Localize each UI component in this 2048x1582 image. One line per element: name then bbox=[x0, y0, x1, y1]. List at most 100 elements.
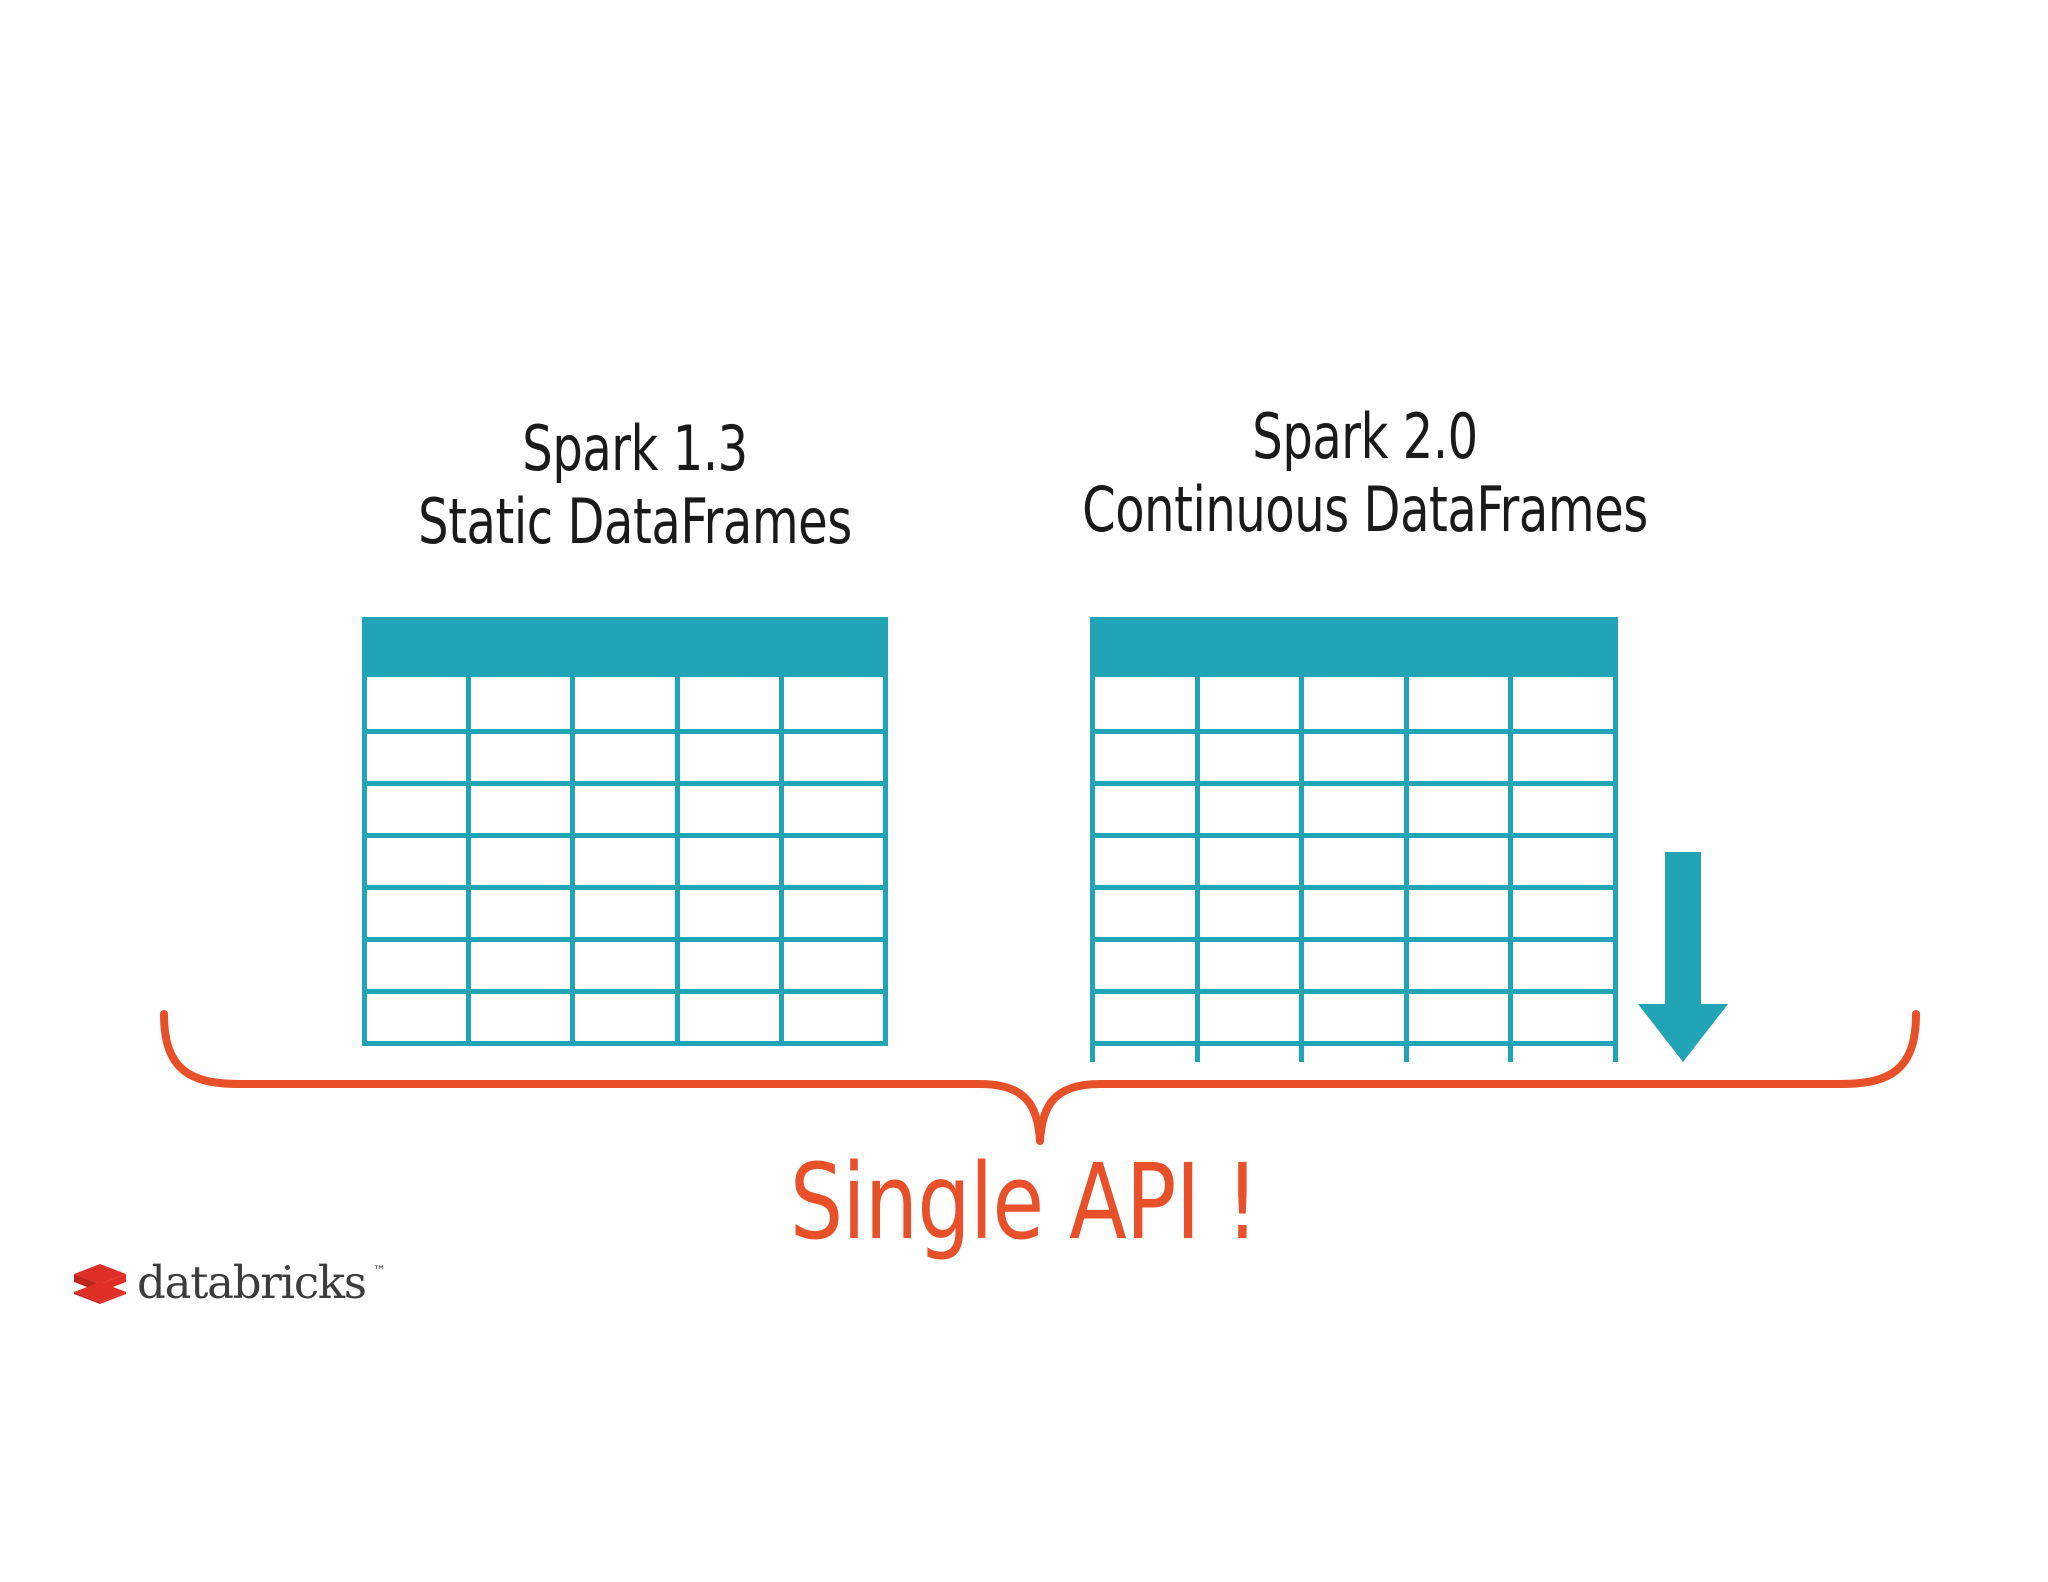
table-row bbox=[1095, 781, 1613, 833]
table-cell bbox=[1095, 994, 1195, 1041]
table-cell bbox=[1194, 786, 1300, 833]
table-cell bbox=[1403, 942, 1509, 989]
table-cell bbox=[1095, 677, 1195, 729]
column-title-spark-20: Spark 2.0 Continuous DataFrames bbox=[1004, 400, 1726, 546]
table-cell bbox=[570, 994, 675, 1041]
table-row bbox=[1095, 937, 1613, 989]
table-cell bbox=[674, 838, 779, 885]
table-row bbox=[1095, 885, 1613, 937]
table-cell bbox=[1095, 838, 1195, 885]
table-cell bbox=[1299, 994, 1404, 1041]
table-cell bbox=[1508, 734, 1613, 781]
table-row bbox=[367, 989, 884, 1041]
databricks-logo: databricks ™ bbox=[72, 1258, 386, 1310]
table-cell bbox=[570, 838, 675, 885]
column-title-line2: Static DataFrames bbox=[418, 485, 852, 559]
table-cell bbox=[1299, 1046, 1404, 1062]
table-cell bbox=[367, 677, 467, 729]
table-header-band bbox=[1090, 617, 1618, 677]
table-cell bbox=[466, 890, 571, 937]
table-cell bbox=[1403, 1046, 1509, 1062]
table-cell bbox=[570, 734, 675, 781]
table-cell bbox=[466, 994, 571, 1041]
table-body bbox=[362, 677, 888, 1046]
table-cell bbox=[674, 734, 779, 781]
table-cell bbox=[1508, 786, 1613, 833]
table-row bbox=[1095, 1041, 1613, 1062]
table-cell bbox=[1299, 890, 1404, 937]
table-cell bbox=[1194, 942, 1300, 989]
table-row bbox=[367, 833, 884, 885]
table-cell bbox=[1403, 838, 1509, 885]
table-cell bbox=[570, 890, 675, 937]
table-cell bbox=[1194, 994, 1300, 1041]
table-row bbox=[1095, 989, 1613, 1041]
table-row bbox=[367, 781, 884, 833]
table-row bbox=[1095, 729, 1613, 781]
table-cell bbox=[466, 734, 571, 781]
table-cell bbox=[1194, 838, 1300, 885]
table-cell bbox=[1403, 786, 1509, 833]
table-cell bbox=[778, 890, 884, 937]
table-cell bbox=[1299, 942, 1404, 989]
table-cell bbox=[1403, 677, 1509, 729]
table-cell bbox=[1194, 1046, 1300, 1062]
databricks-wordmark: databricks bbox=[137, 1255, 367, 1309]
table-cell bbox=[367, 890, 467, 937]
column-title-spark-13: Spark 1.3 Static DataFrames bbox=[274, 412, 996, 558]
table-cell bbox=[778, 942, 884, 989]
trademark-symbol: ™ bbox=[372, 1264, 386, 1279]
table-row bbox=[367, 677, 884, 729]
table-cell bbox=[1095, 734, 1195, 781]
table-cell bbox=[1508, 942, 1613, 989]
table-row bbox=[1095, 833, 1613, 885]
table-cell bbox=[1508, 677, 1613, 729]
table-body bbox=[1090, 677, 1618, 1062]
continuous-dataframe-table bbox=[1090, 617, 1618, 1062]
table-cell bbox=[1403, 994, 1509, 1041]
table-cell bbox=[570, 677, 675, 729]
table-cell bbox=[466, 942, 571, 989]
table-cell bbox=[778, 786, 884, 833]
table-row bbox=[367, 885, 884, 937]
table-cell bbox=[1299, 677, 1404, 729]
table-cell bbox=[466, 677, 571, 729]
table-row bbox=[367, 729, 884, 781]
table-cell bbox=[1403, 890, 1509, 937]
table-cell bbox=[778, 994, 884, 1041]
table-cell bbox=[367, 734, 467, 781]
table-cell bbox=[570, 942, 675, 989]
table-cell bbox=[1194, 734, 1300, 781]
table-cell bbox=[466, 786, 571, 833]
table-header-band bbox=[362, 617, 888, 677]
table-row bbox=[367, 937, 884, 989]
table-cell bbox=[1508, 994, 1613, 1041]
column-title-line2: Continuous DataFrames bbox=[1082, 473, 1648, 547]
table-cell bbox=[367, 994, 467, 1041]
table-cell bbox=[674, 890, 779, 937]
table-cell bbox=[1299, 786, 1404, 833]
table-cell bbox=[778, 734, 884, 781]
table-cell bbox=[1194, 890, 1300, 937]
arrow-down-icon bbox=[1638, 852, 1728, 1062]
table-cell bbox=[1403, 734, 1509, 781]
table-cell bbox=[1095, 942, 1195, 989]
table-cell bbox=[778, 838, 884, 885]
table-cell bbox=[674, 942, 779, 989]
column-title-line1: Spark 1.3 bbox=[522, 412, 748, 485]
table-cell bbox=[674, 786, 779, 833]
table-cell bbox=[367, 942, 467, 989]
table-cell bbox=[674, 994, 779, 1041]
single-api-caption: Single API ! bbox=[789, 1141, 1259, 1263]
table-cell bbox=[1095, 786, 1195, 833]
table-row bbox=[1095, 677, 1613, 729]
table-cell bbox=[1508, 890, 1613, 937]
static-dataframe-table bbox=[362, 617, 888, 1046]
table-cell bbox=[1299, 734, 1404, 781]
table-cell bbox=[1508, 1046, 1613, 1062]
table-cell bbox=[466, 838, 571, 885]
table-cell bbox=[674, 677, 779, 729]
databricks-bricks-icon bbox=[74, 1264, 126, 1304]
table-cell bbox=[1095, 890, 1195, 937]
